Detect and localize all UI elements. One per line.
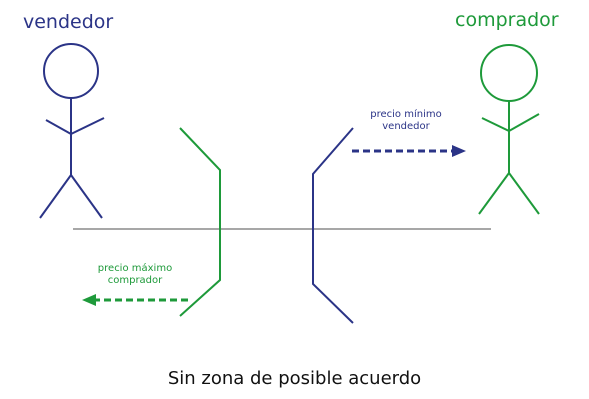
buyer-max-price-label: precio máximo comprador (80, 263, 190, 287)
buyer-figure (478, 44, 540, 215)
seller-left-arm (45, 119, 72, 135)
seller-min-price-label: precio mínimo vendedor (356, 109, 456, 133)
buyer-title: comprador (455, 9, 559, 31)
seller-head (43, 43, 99, 99)
diagram-caption: Sin zona de posible acuerdo (167, 368, 422, 389)
seller-min-price-label-line1: precio mínimo (370, 109, 442, 120)
buyer-arrow-head (82, 294, 96, 306)
buyer-right-leg (508, 172, 540, 215)
seller-right-leg (70, 174, 103, 219)
seller-arrow-head (452, 145, 466, 157)
seller-title: vendedor (23, 11, 114, 33)
seller-min-price-label-line2: vendedor (382, 121, 430, 132)
seller-figure (39, 43, 105, 219)
buyer-head (480, 44, 538, 102)
buyer-max-price-bracket (179, 127, 221, 317)
seller-left-leg (39, 174, 72, 219)
buyer-right-arm (508, 113, 540, 132)
buyer-left-leg (478, 172, 510, 215)
seller-right-arm (70, 117, 105, 135)
buyer-max-price-label-line2: comprador (107, 275, 163, 286)
buyer-max-price-label-line1: precio máximo (97, 263, 173, 274)
seller-min-price-bracket (312, 127, 354, 324)
buyer-left-arm (481, 117, 510, 132)
